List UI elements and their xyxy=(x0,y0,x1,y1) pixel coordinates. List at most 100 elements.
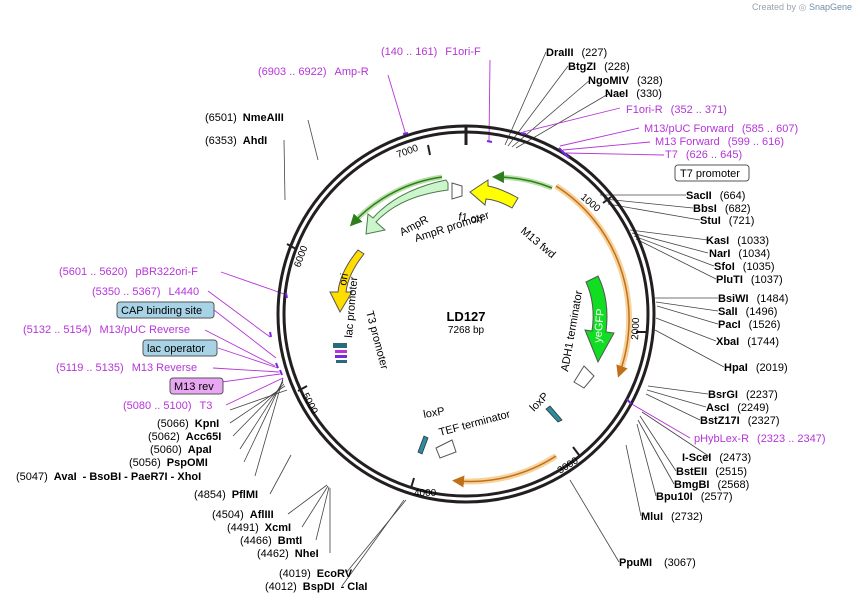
svg-text:BbsI(682): BbsI(682) xyxy=(693,203,751,215)
site-name: AhdI xyxy=(243,135,267,147)
site-name: NheI xyxy=(295,548,319,560)
site-name: PpuMI xyxy=(619,557,652,569)
svg-text:(4019)EcoRV: (4019)EcoRV xyxy=(279,568,353,580)
primer-name: T7 xyxy=(665,149,678,161)
site-name: BspDI xyxy=(303,581,335,593)
svg-text:AscI(2249): AscI(2249) xyxy=(706,402,769,414)
site-extra: - BsoBI - PaeR7I - XhoI xyxy=(83,471,202,483)
ampr-promoter-arrow xyxy=(451,182,463,200)
site-name: AvaI xyxy=(54,471,77,483)
lac-promoter-label: lac promoter xyxy=(343,276,360,338)
site-pos: (2568) xyxy=(717,479,749,491)
svg-text:(6353)AhdI: (6353)AhdI xyxy=(205,135,267,147)
site-name: DraIII xyxy=(546,47,574,59)
primer-name: M13/pUC Reverse xyxy=(100,324,190,336)
site-name: NgoMIV xyxy=(588,75,630,87)
site-pos: (2577) xyxy=(701,491,733,503)
site-name: I-SceI xyxy=(682,452,711,464)
site-pos: (1037) xyxy=(751,274,783,286)
svg-text:(4462)NheI: (4462)NheI xyxy=(257,548,319,560)
svg-text:F1ori-R(352 .. 371): F1ori-R (352 .. 371) xyxy=(626,104,727,116)
primer-range: (352 .. 371) xyxy=(671,104,727,116)
primer-name: M13 Forward xyxy=(655,136,720,148)
svg-text:PluTI(1037): PluTI(1037) xyxy=(716,274,783,286)
svg-text:(5062)Acc65I: (5062)Acc65I xyxy=(148,431,221,443)
adh1-terminator-label: ADH1 terminator xyxy=(559,289,585,372)
orange-arc-2-line xyxy=(452,455,557,488)
tick-marks xyxy=(286,144,646,489)
svg-text:PpuMI(3067): PpuMI(3067) xyxy=(619,557,696,569)
site-name: XcmI xyxy=(265,522,291,534)
primer-name: M13 Reverse xyxy=(132,362,197,374)
t7-promoter-box xyxy=(674,164,750,182)
site-pos: (2473) xyxy=(719,452,751,464)
site-pos: (5062) xyxy=(148,431,180,443)
site-pos: (2327) xyxy=(748,415,780,427)
ori-arrow xyxy=(329,249,365,314)
primer-binding-marks xyxy=(269,132,632,405)
site-pos: (1033) xyxy=(737,235,769,247)
svg-text:M13/pUC Forward(585 .. 607): M13/pUC Forward(585 .. 607) xyxy=(644,123,798,135)
primer-range: (6903 .. 6922) xyxy=(258,66,327,78)
svg-text:SacII(664): SacII(664) xyxy=(686,190,745,202)
site-name: BmtI xyxy=(278,535,302,547)
primer-range: (5119 .. 5135) xyxy=(56,362,124,374)
site-pos: (1035) xyxy=(743,261,775,273)
site-name: Bpu10I xyxy=(656,491,693,503)
primer-labels: (140 .. 161)F1ori-F (6903 .. 6922)Amp-R … xyxy=(23,46,826,445)
site-name: ApaI xyxy=(188,444,212,456)
svg-text:SfoI(1035): SfoI (1035) xyxy=(714,261,775,273)
svg-text:BtgZI(228): BtgZI(228) xyxy=(568,61,630,73)
site-pos: (4491) xyxy=(227,522,259,534)
ampr-arrow xyxy=(365,179,449,235)
svg-text:StuI(721): StuI(721) xyxy=(700,215,754,227)
site-name: SfoI xyxy=(714,261,735,273)
svg-text:HpaI(2019): HpaI(2019) xyxy=(724,362,788,374)
primer-name: pHybLex-R xyxy=(694,433,749,445)
primer-range: (585 .. 607) xyxy=(742,123,798,135)
site-name: PspOMI xyxy=(167,457,208,469)
site-name: SalI xyxy=(718,306,738,318)
primer-range: (140 .. 161) xyxy=(381,46,437,58)
primer-range: (5132 .. 5154) xyxy=(23,324,92,336)
m13-rev-box xyxy=(169,377,224,395)
site-pos: (330) xyxy=(636,88,662,100)
cap-binding-site-box xyxy=(116,301,215,319)
lac-operator-label: lac operator xyxy=(147,343,205,355)
svg-text:NgoMIV(328): NgoMIV(328) xyxy=(588,75,663,87)
svg-text:(5601 .. 5620)pBR322ori-F: (5601 .. 5620)pBR322ori-F xyxy=(59,266,198,278)
svg-text:(5080 .. 5100)T3: (5080 .. 5100)T3 xyxy=(123,400,212,412)
site-pos: (5056) xyxy=(129,457,161,469)
svg-text:BsiWI(1484): BsiWI(1484) xyxy=(718,293,788,305)
site-pos: (1496) xyxy=(746,306,778,318)
site-name: HpaI xyxy=(724,362,748,374)
primer-name: pBR322ori-F xyxy=(136,266,199,278)
site-pos: (5060) xyxy=(150,444,182,456)
svg-text:T7(626 .. 645): T7(626 .. 645) xyxy=(665,149,742,161)
site-name: KasI xyxy=(706,235,729,247)
t7-promoter-label: T7 promoter xyxy=(680,168,740,180)
adh1-terminator-arrow xyxy=(573,365,595,389)
plasmid-length: 7268 bp xyxy=(448,325,485,336)
svg-text:(5060)ApaI: (5060) ApaI xyxy=(150,444,212,456)
tef-terminator-label: TEF terminator xyxy=(438,408,512,439)
site-pos: (2515) xyxy=(715,466,747,478)
ori-label: ori xyxy=(337,272,351,286)
site-extra: - ClaI xyxy=(341,581,368,593)
svg-text:(4504)AflIII: (4504)AflIII xyxy=(212,509,274,521)
svg-text:(4491)XcmI: (4491) XcmI xyxy=(227,522,291,534)
site-pos: (4854) xyxy=(194,489,226,501)
svg-text:(5056)PspOMI: (5056) PspOMI xyxy=(129,457,208,469)
snapgene-logo-icon: ◎ xyxy=(798,2,807,12)
site-name: EcoRV xyxy=(317,568,353,580)
tef-terminator-arrow xyxy=(435,439,457,459)
green-arc-2-line xyxy=(349,176,443,227)
site-name: BmgBI xyxy=(674,479,709,491)
site-name: NarI xyxy=(709,248,730,260)
primer-range: (5350 .. 5367) xyxy=(92,286,161,298)
svg-text:(4012)BspDI- ClaI: (4012)BspDI- ClaI xyxy=(265,581,367,593)
svg-text:I-SceI(2473): I-SceI (2473) xyxy=(682,452,751,464)
primer-name: F1ori-R xyxy=(626,104,663,116)
site-pos: (5047) xyxy=(16,471,48,483)
